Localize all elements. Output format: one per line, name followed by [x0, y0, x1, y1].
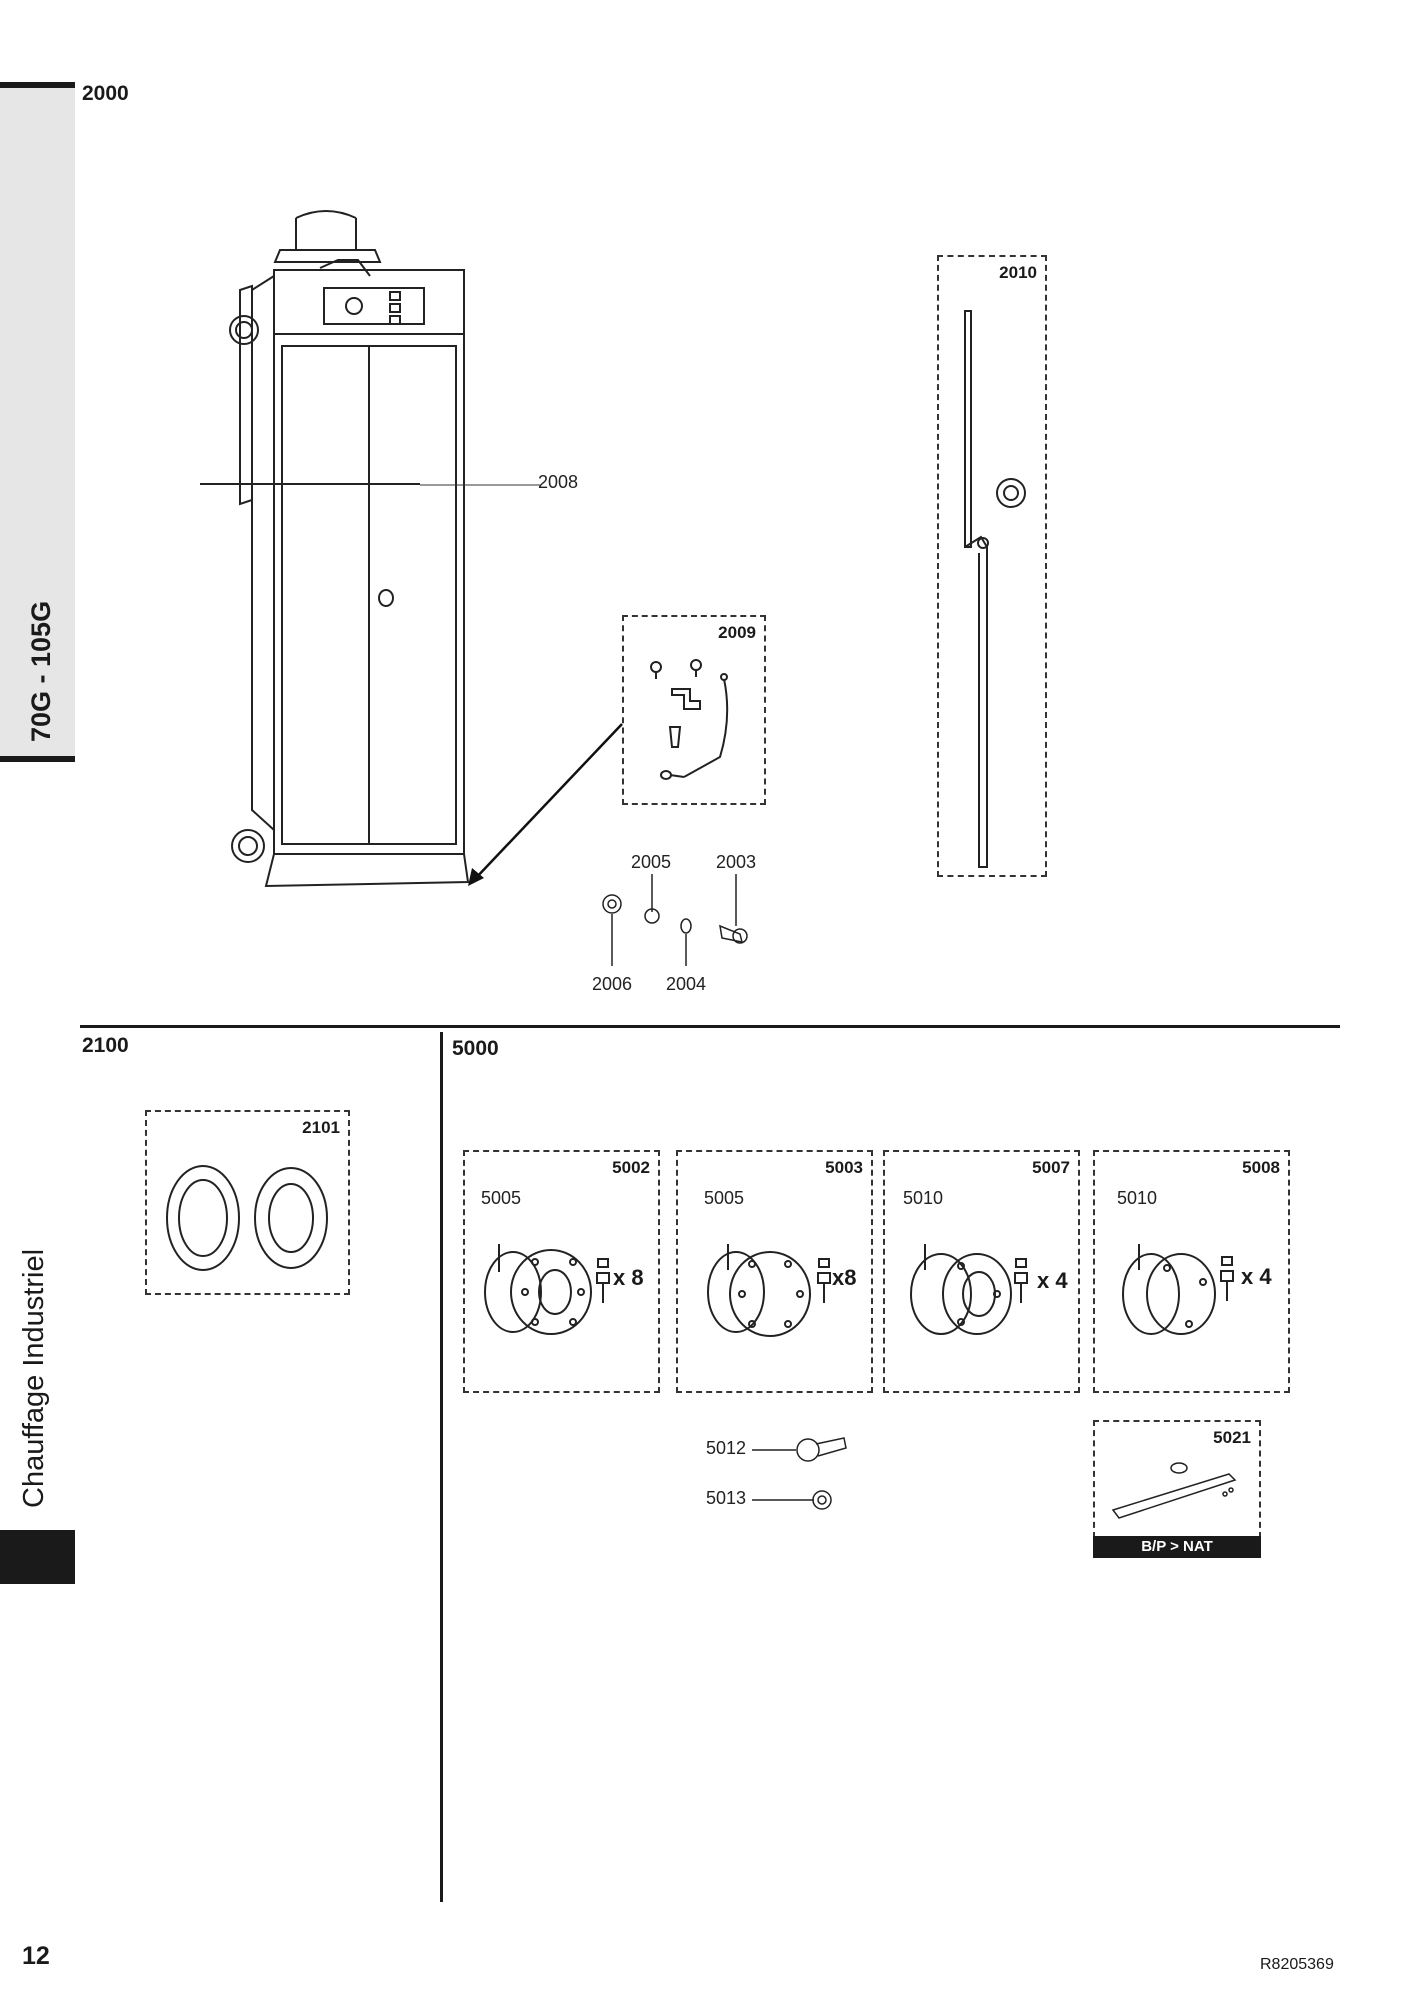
category-label: Chauffage Industriel — [18, 1248, 50, 1508]
qty-5008: x 4 — [1241, 1264, 1272, 1289]
box-label-2010: 2010 — [999, 263, 1037, 282]
qty-5007: x 4 — [1037, 1268, 1068, 1293]
document-reference: R8205369 — [1260, 1956, 1334, 1973]
box-label-5003: 5003 — [825, 1158, 863, 1177]
label-5013: 5013 — [706, 1488, 747, 1508]
qty-5002: x 8 — [613, 1265, 644, 1290]
flange-5008-icon — [1122, 1244, 1216, 1335]
kit-box-5021: 5021 — [1093, 1420, 1261, 1538]
kit-box-5008: 5008 5010 x 4 — [1093, 1150, 1290, 1393]
box-label-5007: 5007 — [1032, 1158, 1070, 1177]
box-label-2101: 2101 — [302, 1118, 340, 1137]
section-divider-horizontal — [80, 1025, 1340, 1028]
kit-box-2009: 2009 — [622, 615, 766, 805]
box-label-5002: 5002 — [612, 1158, 650, 1177]
label-5007-part: 5010 — [903, 1188, 944, 1208]
flange-5003-icon — [707, 1244, 811, 1337]
label-2003: 2003 — [716, 852, 757, 872]
label-5003-part: 5005 — [704, 1188, 745, 1208]
rod-2010-icon — [964, 310, 1026, 868]
box-label-5021: 5021 — [1213, 1428, 1251, 1447]
screw-5012-and-nut-5013-icon — [752, 1437, 847, 1510]
label-2004: 2004 — [666, 974, 707, 994]
bolt-nut-5008-icon — [1220, 1256, 1234, 1301]
arrow-2009 — [468, 723, 623, 886]
kit-box-2010: 2010 — [937, 255, 1047, 877]
kit-box-2101: 2101 — [145, 1110, 350, 1295]
bolt-nut-5002-icon — [596, 1258, 610, 1303]
qty-5003: x8 — [832, 1265, 857, 1290]
section-title-2100: 2100 — [82, 1034, 129, 1057]
label-5008-part: 5010 — [1117, 1188, 1158, 1208]
box-label-5008: 5008 — [1242, 1158, 1280, 1177]
label-5012: 5012 — [706, 1438, 747, 1458]
fasteners-2003-2006-icon — [602, 874, 748, 966]
section-title-5000: 5000 — [452, 1037, 499, 1060]
section-divider-vertical — [440, 1032, 443, 1902]
bolt-nut-5003-icon — [817, 1258, 831, 1303]
category-marker — [0, 1530, 75, 1584]
kit-box-5003: 5003 5005 x8 — [676, 1150, 873, 1393]
gaskets-2101-icon — [166, 1165, 328, 1271]
label-2005: 2005 — [631, 852, 672, 872]
label-5002-part: 5005 — [481, 1188, 522, 1208]
label-2006: 2006 — [592, 974, 633, 994]
box-label-2009: 2009 — [718, 623, 756, 642]
cabinet-illustration — [200, 210, 470, 888]
leader-2008 — [420, 484, 540, 486]
page-number: 12 — [22, 1942, 50, 1970]
rail-5021-icon — [1111, 1462, 1237, 1519]
variant-badge-5021: B/P > NAT — [1093, 1536, 1261, 1558]
section-title-2000: 2000 — [82, 82, 129, 105]
sidebar-tab-bottom-rule — [0, 756, 75, 762]
kit-box-5002: 5002 5005 x 8 — [463, 1150, 660, 1393]
bolt-nut-5007-icon — [1014, 1258, 1028, 1303]
sidebar-tab — [0, 82, 75, 762]
sidebar-tab-top-rule — [0, 82, 75, 88]
label-2008: 2008 — [538, 472, 579, 492]
kit-2009-parts-icon — [650, 659, 729, 780]
flange-5002-icon — [484, 1244, 592, 1335]
model-label: 70G - 105G — [26, 600, 56, 742]
kit-box-5007: 5007 5010 x 4 — [883, 1150, 1080, 1393]
flange-5007-icon — [910, 1244, 1012, 1335]
